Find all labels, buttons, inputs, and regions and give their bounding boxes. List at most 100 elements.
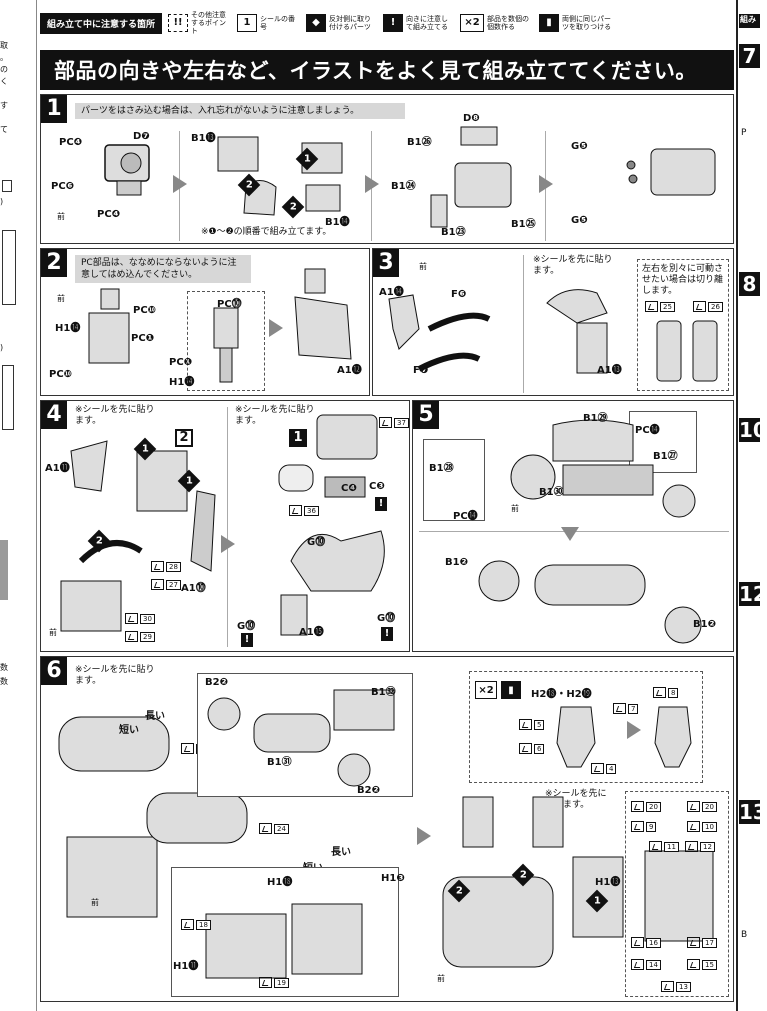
part-label: B1⓮ xyxy=(325,217,350,228)
part-label: G❺ xyxy=(571,215,588,226)
left-text: 数 xyxy=(0,663,8,672)
sticker-ref: 29 xyxy=(125,631,155,642)
step-note: ※シールを先に貼ります。 xyxy=(545,789,607,810)
part-label: F❻ xyxy=(451,289,467,300)
left-box xyxy=(2,230,16,305)
left-dark-block xyxy=(0,540,8,600)
legend-text: 向きに注意して組み立てる xyxy=(406,15,449,31)
step-number: 4 xyxy=(41,401,67,429)
sticker-ref: 17 xyxy=(687,937,717,948)
left-text: ) xyxy=(0,343,4,352)
step-number: 13 xyxy=(739,800,767,824)
multiply-icon: ×2 xyxy=(460,14,485,32)
part-illustration xyxy=(58,716,248,918)
sticker-ref: 13 xyxy=(661,981,691,992)
part-illustration xyxy=(656,320,718,382)
both-sides-icon: ▮ xyxy=(501,681,521,699)
left-page-fragment: 取 。 の く す て ) ) 数 数 xyxy=(0,0,36,1011)
front-indicator: 前 xyxy=(511,504,519,513)
sticker-ref: 5 xyxy=(519,719,545,730)
part-label: A1⓮ xyxy=(379,287,404,298)
part-label: PC⓮ xyxy=(635,425,660,436)
left-text: 取 xyxy=(0,41,8,50)
part-illustration xyxy=(60,440,216,632)
sticker-ref: 26 xyxy=(693,301,723,312)
left-text: て xyxy=(0,125,8,134)
part-illustration xyxy=(556,706,596,768)
step-6-panel: 6 ※シールを先に貼ります。 長い 短い 24 24 長い 短い 前 B2❷ B… xyxy=(40,656,734,1002)
part-label: B1㉖ xyxy=(407,137,432,148)
part-illustration xyxy=(510,419,696,518)
legend-text: シールの番号 xyxy=(260,15,296,31)
sticker-ref: 36 xyxy=(289,505,319,516)
order-note: ※❶～❷の順番で組み立てます。 xyxy=(201,227,332,237)
part-label: B1㉚ xyxy=(539,487,564,498)
part-label: H1⓮ xyxy=(55,323,81,334)
detail-inset xyxy=(423,439,485,521)
right-text: B xyxy=(741,930,748,940)
sticker-ref: 20 xyxy=(687,801,717,812)
step-4-panel: 4 ※シールを先に貼ります。 ※シールを先に貼ります。 2 A1⓫ A1⓾ 1 … xyxy=(40,400,410,652)
sticker-ref: 19 xyxy=(259,977,289,988)
part-label: C❸ xyxy=(369,481,385,492)
part-label: F❼ xyxy=(413,365,429,376)
part-label: H1⓭ xyxy=(595,877,621,888)
part-label: H2⓲・H2⓳ xyxy=(531,689,592,700)
left-text: ) xyxy=(0,197,4,206)
legend-item-sticker: 1 シールの番号 xyxy=(237,14,300,32)
part-label: D❼ xyxy=(133,131,150,142)
legend-item-opposite: ◆ 反対側に取り付けるパーツ xyxy=(306,14,377,32)
part-label: H1⓫ xyxy=(173,961,199,972)
left-text: 。 xyxy=(0,53,8,62)
part-label: PC❿ xyxy=(49,369,73,380)
step-note: ※シールを先に貼ります。 xyxy=(235,405,315,426)
direction-warning-icon: ! xyxy=(383,14,404,32)
part-illustration xyxy=(478,560,702,644)
front-indicator: 前 xyxy=(91,898,99,907)
front-indicator: 前 xyxy=(57,212,65,221)
part-label: PC❹ xyxy=(97,209,121,220)
part-illustration xyxy=(294,268,352,360)
direction-warning-icon: ! xyxy=(381,627,393,641)
part-illustration xyxy=(88,288,130,364)
sticker-ref: 12 xyxy=(685,841,715,852)
part-label: PC❻ xyxy=(51,181,75,192)
left-text: す xyxy=(0,101,8,110)
sticker-ref: 20 xyxy=(631,801,661,812)
part-label: PC❿ xyxy=(133,305,157,316)
dimension-label: 短い xyxy=(119,725,139,736)
part-label: H1⓲ xyxy=(267,877,293,888)
legend-bar: 組み立て中に注意する箇所 !! その他注意するポイント 1 シールの番号 ◆ 反… xyxy=(40,8,732,38)
sticker-ref: 27 xyxy=(151,579,181,590)
part-label: B1⓭ xyxy=(191,133,216,144)
part-label: B1㉛ xyxy=(267,757,292,768)
legend-text: 反対側に取り付けるパーツ xyxy=(329,15,372,31)
sticker-number-box: 2 xyxy=(175,429,193,447)
sticker-ref: 15 xyxy=(687,959,717,970)
part-illustration xyxy=(104,144,150,196)
sticker-ref: 16 xyxy=(631,937,661,948)
part-label: PC❶ xyxy=(131,333,155,344)
part-label: B1㉕ xyxy=(511,219,536,230)
part-label: H1❸ xyxy=(381,873,405,884)
part-label: B1❷ xyxy=(693,619,717,630)
step-number: 8 xyxy=(739,272,760,296)
step-number: 2 xyxy=(41,249,67,277)
legend-item-both-sides: ▮ 両側に同じパーツを取りつける xyxy=(539,14,612,32)
part-label: B2❷ xyxy=(205,677,229,688)
direction-warning-icon: ! xyxy=(241,633,253,647)
part-label: PC⓮ xyxy=(453,511,478,522)
part-label: B1❷ xyxy=(445,557,469,568)
page-divider xyxy=(736,0,738,1011)
step-number: 7 xyxy=(739,44,760,68)
part-label: B1㉔ xyxy=(391,181,416,192)
legend-text: 両側に同じパーツを取りつける xyxy=(562,15,612,31)
legend-title: 組み立て中に注意する箇所 xyxy=(40,12,163,34)
right-text: P xyxy=(741,128,747,138)
sticker-ref: 10 xyxy=(687,821,717,832)
part-label: PC❹ xyxy=(59,137,83,148)
step-number: 12 xyxy=(739,582,767,606)
sticker-number-badge: 1 xyxy=(289,429,307,447)
left-text: 数 xyxy=(0,677,8,686)
detail-inset xyxy=(171,867,399,997)
